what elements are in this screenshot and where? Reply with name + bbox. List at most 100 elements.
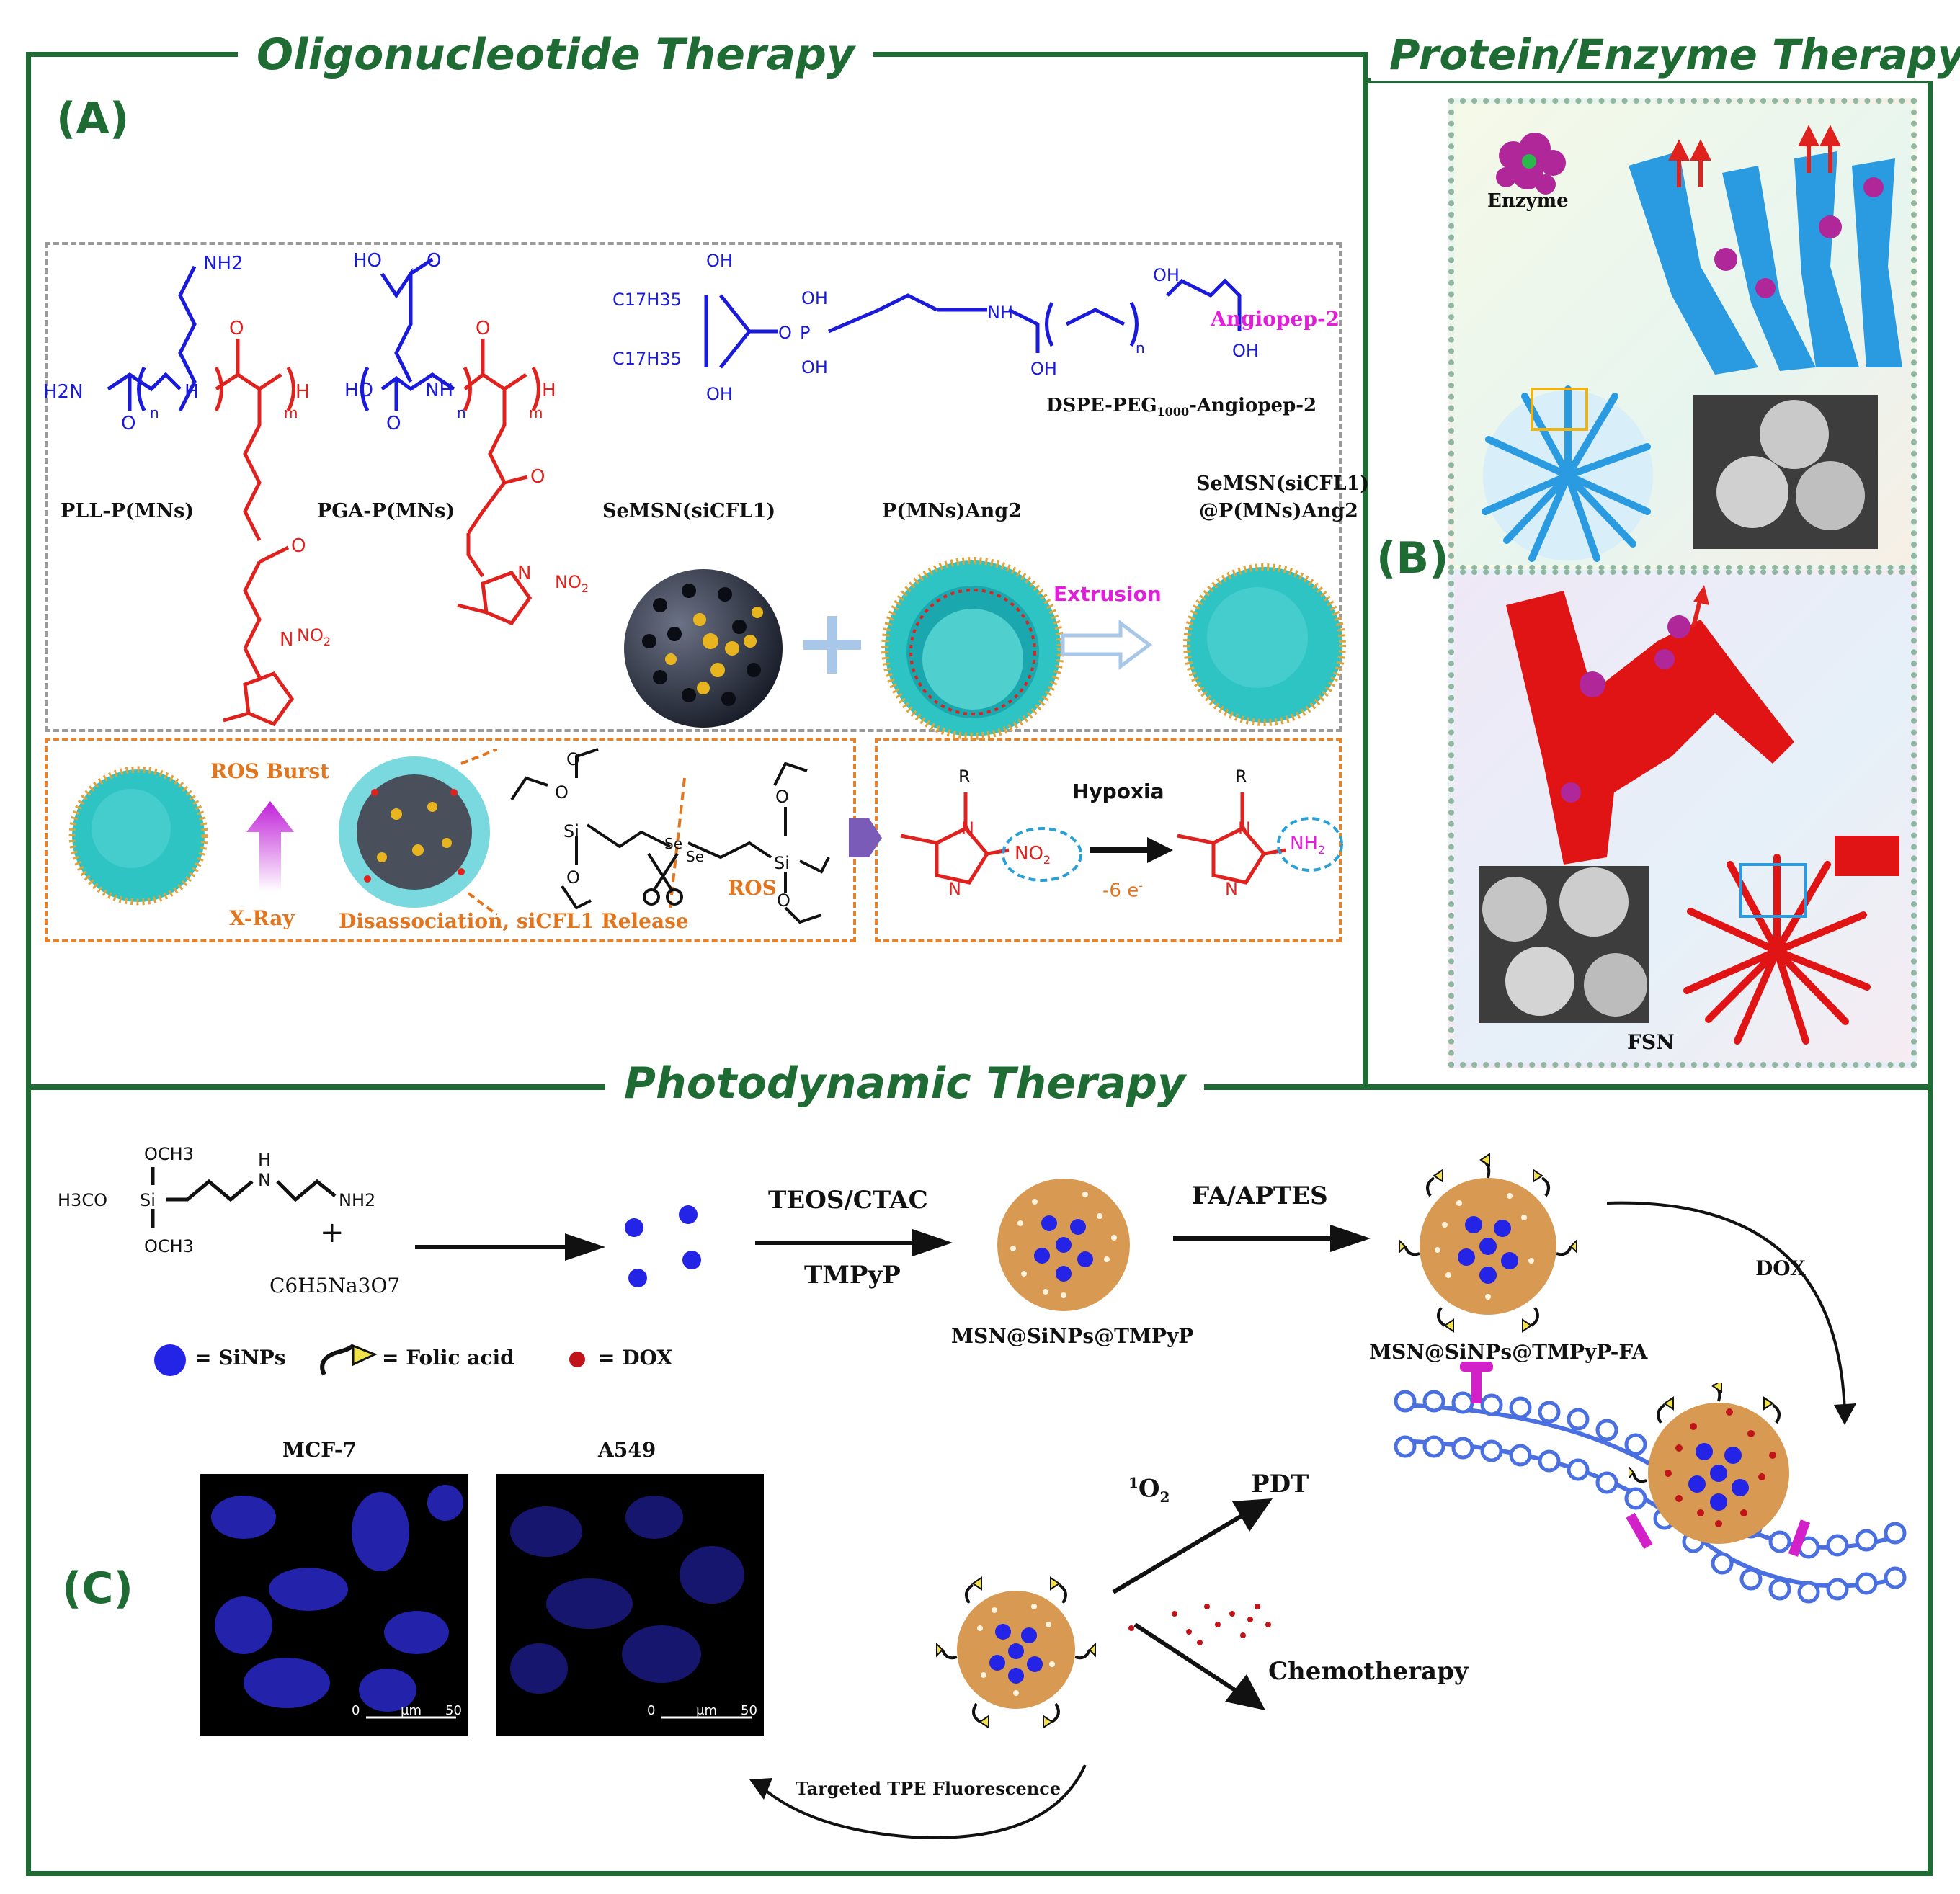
fsn-blue-particle [1482,385,1653,562]
amino-r-atom: R [1235,767,1247,787]
nitro-no2-label: NO2 [1015,843,1051,867]
legend-dox-label: = DOX [598,1346,673,1370]
dspe-nh-atom: NH [987,303,1013,323]
linker-se1: Se [664,835,682,852]
linker-o4: O [775,787,789,807]
a549-scale-50: 50 [741,1703,757,1718]
dspe-c17-bottom: C17H35 [612,349,682,369]
citrate-label: C6H5Na3O7 [270,1274,401,1297]
pga-pmns-label: PGA-P(MNs) [317,500,455,522]
pll-no2-label: NO2 [297,625,331,648]
pga-no2-label: NO2 [555,572,589,595]
dspe-o-p-atoms: O [778,323,792,343]
pga-m-subscript: m [529,404,543,421]
semsn-particle [624,569,783,728]
liposome-particle [881,557,1064,740]
fsn-red-pore-closeup [1506,585,1794,865]
legend-sinps-label: = SiNPs [195,1346,286,1370]
release-label: Disassociation, siCFL1 Release [339,909,689,933]
combo-label-line2: @P(MNs)Ang2 [1199,500,1358,522]
pll-o2-atom: O [229,318,244,339]
aminoimidazole-structure: R N N [1177,767,1286,899]
pll-pmns-label: PLL-P(MNs) [61,500,195,522]
linker-si1: Si [564,821,579,841]
pga-structure-diagram: HO O HO O NH n O H m O N [344,250,556,626]
pga-h-atom: H [542,380,556,401]
hypoxia-label: Hypoxia [1072,780,1164,803]
amine-nh2-label: NH2 [339,1190,376,1210]
pll-o-atom: O [121,413,135,434]
panel-a-structures-box [45,242,1342,732]
och3-bottom-label: OCH3 [144,1236,194,1256]
dspe-p-oh-bottom: OH [801,357,828,378]
dspe-oh-right-bottom: OH [1232,341,1259,361]
panel-a-label: (A) [56,94,130,144]
pll-m-subscript: m [284,404,298,421]
nitro-r-atom: R [958,767,971,787]
pga-carbonyl-o-atom: O [386,413,401,434]
pll-nh2-atom: NH2 [203,253,244,274]
ros-burst-arrow [246,801,294,892]
dspe-p-oh-top: OH [801,288,828,308]
combo-label-line1: SeMSN(siCFL1) [1196,473,1370,495]
tmpyp-label: TMPyP [804,1261,901,1290]
msn-sinps-tmpyp-fa-particle [1399,1153,1577,1333]
linker-si2: Si [774,853,790,873]
mcf7-cells [211,1485,463,1719]
fsn-red-sem-image [1479,866,1649,1023]
si-label: Si [140,1190,156,1210]
h3co-label: H3CO [58,1190,107,1210]
fsn-label: FSN [1627,1030,1675,1054]
amine-n-label: N [258,1170,271,1190]
a549-fluorescence-image: 0 μm 50 [496,1474,764,1736]
coated-particle-small [68,766,208,906]
enzyme-label: Enzyme [1487,190,1569,212]
angiopep-label: Angiopep-2 [1211,307,1340,331]
panel-b-label: (B) [1376,533,1449,584]
protein-section-title: Protein/Enzyme Therapy [1371,29,1960,81]
dox-loading-arrow [1606,1201,1856,1425]
linker-o2: O [566,749,580,769]
fsn-red-sem-spheres [1482,867,1647,1017]
amino-n2-atom: N [1225,879,1238,899]
pga-ester-o-atom: O [530,466,545,488]
pdt-arrow [1112,1498,1273,1594]
extrusion-label: Extrusion [1054,582,1162,606]
teos-ctac-label: TEOS/CTAC [768,1186,928,1215]
electron-label: -6 e- [1102,879,1143,902]
mcf7-label: MCF-7 [282,1438,357,1462]
mcf7-fluorescence-image: 0 μm 50 [200,1474,468,1736]
ros-burst-label: ROS Burst [210,759,330,783]
linker-o3: O [566,867,580,888]
released-dox-dots [1128,1604,1271,1645]
pll-h2n-atom: H2N [43,381,84,403]
disassociated-particle [339,749,497,915]
tpe-fluorescence-label: Targeted TPE Fluorescence [796,1778,1061,1799]
nitroimidazole-structure: R N N [900,767,1010,899]
pga-ring-n-atom: N [517,563,531,584]
fsn-blue-sem-spheres [1716,400,1865,530]
pga-ho2-atom: HO [344,380,373,401]
pll-n-subscript: n [150,404,159,421]
nh2-highlight-ring [1277,817,1343,872]
aminosilane-skeleton [151,1167,337,1228]
xray-label: X-Ray [229,906,295,930]
pga-o-atom: O [427,250,441,272]
legend-folic-acid-icon [320,1344,378,1376]
msn-sinps-tmpyp-label: MSN@SiNPs@TMPyP [951,1324,1194,1348]
pga-nh-atom: NH [425,380,453,401]
dspe-structure-diagram: C17H35 C17H35 OH OH O P OH OH NH OH n OH… [612,252,1259,404]
chemotherapy-label: Chemotherapy [1268,1657,1469,1686]
dspe-c17-top: C17H35 [612,290,682,310]
a549-cells [510,1496,752,1719]
dspe-p-atom: P [800,323,810,343]
plus-sign: + [320,1216,344,1249]
a549-scale-0: 0 [647,1703,656,1718]
pll-ring-n-atom: N [280,629,293,651]
nitro-n2-atom: N [948,879,961,899]
panel-c-label: (C) [62,1563,133,1614]
dox-label: DOX [1755,1256,1806,1280]
legend-folic-acid-label: = Folic acid [382,1346,514,1370]
dspe-oh-top: OH [706,252,733,271]
och3-top-label: OCH3 [144,1144,194,1164]
